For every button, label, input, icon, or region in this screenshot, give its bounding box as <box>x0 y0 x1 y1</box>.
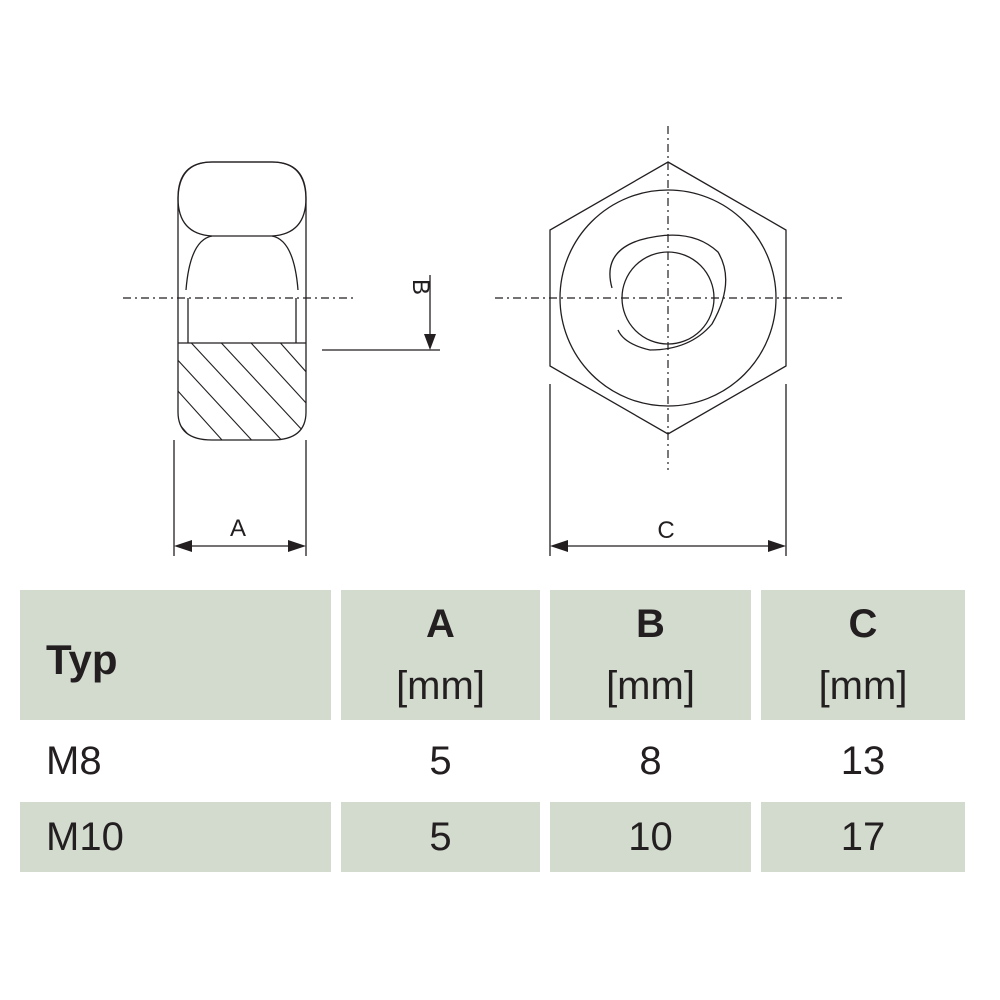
header-c-unit: [mm] <box>818 664 908 708</box>
header-a-unit: [mm] <box>396 664 485 708</box>
dimension-a-label: A <box>230 515 246 542</box>
dimension-b <box>322 275 440 351</box>
header-a-label: A <box>426 602 455 646</box>
cell-b: 8 <box>639 738 662 783</box>
middle-flat-outline <box>185 235 213 291</box>
header-typ-label: Typ <box>46 636 118 683</box>
header-b-label: B <box>636 602 665 646</box>
header-c-label: C <box>848 602 878 646</box>
cell-a: 5 <box>429 738 452 783</box>
dimension-b-label: B <box>407 279 434 295</box>
header-a: A [mm] <box>341 590 540 720</box>
thread-spiral <box>609 234 727 351</box>
dimension-c <box>549 384 787 556</box>
chamfer-circle <box>559 189 777 407</box>
cell-b: 10 <box>550 802 751 872</box>
table-row: M10 5 10 17 <box>20 802 965 872</box>
side-view <box>177 161 307 441</box>
header-typ: Typ <box>20 590 331 720</box>
cell-c: 13 <box>840 738 886 783</box>
cell-c: 17 <box>761 802 965 872</box>
dimension-a <box>173 440 307 556</box>
header-c: C [mm] <box>761 590 965 720</box>
header-b: B [mm] <box>550 590 751 720</box>
hex-nut-drawing: B A C <box>123 126 842 556</box>
spec-table: Typ A [mm] B [mm] C [mm] M8 5 8 13 M10 5… <box>20 590 965 878</box>
cell-typ: M10 <box>20 802 331 872</box>
table-row: M8 5 8 13 <box>20 726 965 796</box>
dimension-c-label: C <box>657 517 674 544</box>
header-b-unit: [mm] <box>606 664 695 708</box>
cell-typ: M8 <box>46 738 102 783</box>
cell-a: 5 <box>341 802 540 872</box>
upper-flat-outline <box>177 161 307 237</box>
table-header-row: Typ A [mm] B [mm] C [mm] <box>20 590 965 720</box>
